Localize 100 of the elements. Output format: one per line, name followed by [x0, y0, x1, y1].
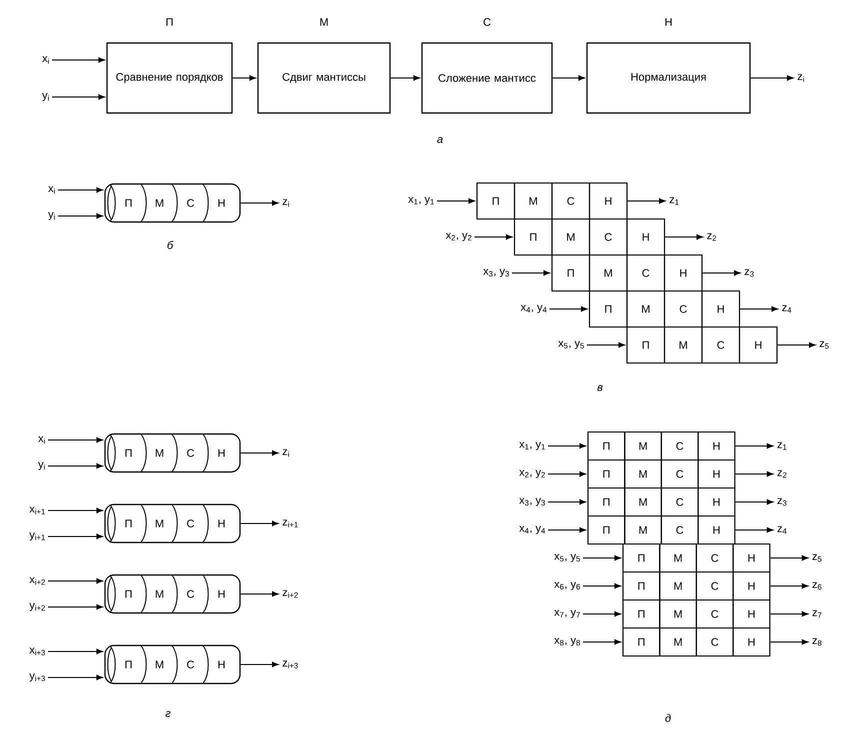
arrow: [474, 234, 512, 240]
stage-cell: П: [626, 326, 666, 364]
panel-caption: д: [665, 714, 671, 722]
signal-label: x$_{i}$: [48, 186, 55, 194]
stage-cell: Н: [738, 326, 778, 364]
arrow: [240, 520, 278, 526]
stage-cell: П: [476, 182, 516, 220]
stage-cell: П: [622, 571, 660, 601]
stage-letter: С: [187, 199, 194, 207]
arrow: [48, 463, 103, 469]
stage-cell: М: [624, 515, 662, 545]
signal-label: y$_{i+3}$: [29, 673, 45, 682]
arrow: [48, 437, 103, 443]
signal-label: x$_{i+2}$: [29, 577, 45, 585]
arrow: [512, 270, 550, 276]
stage-cell: П: [587, 515, 626, 545]
pipeline-capsule: [104, 574, 241, 614]
signal-label: z$_{i}$: [282, 199, 289, 207]
signal-label: z$_{i+3}$: [282, 660, 298, 668]
stage-cell: Н: [664, 254, 703, 292]
arrow: [548, 471, 586, 477]
stage-cell: М: [551, 218, 590, 256]
stage-cell: М: [624, 487, 662, 517]
stage-cell: Н: [698, 487, 736, 517]
signal-label: x$_{3}$, y$_{3}$: [519, 498, 545, 506]
stage-cell: С: [588, 218, 628, 256]
stage-cell: М: [588, 254, 628, 292]
signal-label: y$_{i}$: [42, 92, 49, 102]
stage-cell: Н: [698, 431, 736, 461]
stage-cell: П: [587, 459, 626, 489]
stage-cell: С: [660, 459, 699, 489]
signal-label: x$_{4}$, y$_{4}$: [520, 304, 547, 314]
arrow: [548, 527, 586, 533]
arrow: [582, 555, 621, 561]
arrow: [734, 471, 774, 477]
stage-cell: Н: [701, 290, 740, 328]
signal-label: y$_{i+1}$: [29, 532, 45, 541]
arrow: [48, 534, 103, 540]
pipeline-capsule: [104, 183, 241, 223]
signal-label: x$_{6}$, y$_{6}$: [554, 582, 580, 590]
signal-label: z$_{5}$: [812, 554, 822, 562]
arrow: [52, 94, 105, 100]
stage-cell: С: [626, 254, 666, 292]
signal-label: z$_{2}$: [707, 233, 716, 241]
stage-letter: Н: [218, 590, 225, 598]
arrow: [58, 213, 103, 219]
arrow: [548, 443, 586, 449]
arrow: [582, 611, 621, 617]
signal-label: z$_{i+1}$: [282, 520, 298, 528]
stage-cell: С: [696, 571, 734, 601]
stage-cell: М: [626, 290, 666, 328]
stage-letter: П: [125, 449, 132, 457]
stage-letter: М: [156, 199, 164, 207]
arrow: [390, 75, 420, 81]
arrow: [232, 75, 256, 81]
signal-label: x$_{i+3}$: [29, 648, 45, 656]
stage-letter: М: [156, 660, 164, 668]
stage-letter: С: [187, 660, 194, 668]
signal-label: z$_{i}$: [282, 449, 289, 457]
pipeline-capsule: [104, 433, 241, 473]
stage-cell: С: [696, 627, 734, 657]
pipeline-capsule: [104, 644, 241, 684]
arrow: [664, 234, 703, 240]
signal-label: z$_{8}$: [812, 638, 822, 646]
stage-letter: Н: [218, 449, 225, 457]
stage-cell: С: [660, 515, 699, 545]
arrow: [58, 187, 103, 193]
arrow: [627, 198, 666, 204]
signal-label: x$_{1}$, y$_{1}$: [408, 196, 434, 206]
arrow: [48, 578, 103, 584]
arrow: [548, 499, 586, 505]
arrow: [552, 75, 585, 81]
stage-cell: П: [587, 487, 626, 517]
arrow: [770, 583, 808, 589]
stage-cell: М: [659, 543, 697, 573]
signal-label: y$_{i}$: [48, 212, 55, 220]
stage-cell: С: [696, 543, 734, 573]
signal-label: z$_{6}$: [812, 582, 822, 590]
stage-letter: П: [166, 18, 173, 26]
stage-cell: П: [551, 254, 590, 292]
pipeline-capsule: [104, 504, 241, 544]
stage-letter: Н: [218, 199, 225, 207]
stage-cell: С: [664, 290, 703, 328]
signal-label: z$_{2}$: [777, 470, 786, 478]
panel-caption: б: [167, 240, 174, 250]
stage-cell: Н: [732, 543, 770, 573]
arrow: [48, 674, 103, 680]
panel-caption: в: [597, 385, 603, 391]
stage-letter: П: [125, 520, 132, 528]
arrow: [48, 648, 103, 654]
arrow: [549, 306, 588, 312]
signal-label: z$_{3}$: [777, 498, 786, 506]
arrow: [240, 662, 278, 668]
stage-cell: П: [622, 627, 660, 657]
panel-caption: а: [437, 137, 443, 144]
arrow: [770, 639, 808, 645]
stage-letter: М: [320, 18, 328, 26]
signal-label: y$_{i}$: [38, 462, 45, 470]
stage-cell: С: [660, 431, 699, 461]
stage-letter: Н: [218, 520, 225, 528]
